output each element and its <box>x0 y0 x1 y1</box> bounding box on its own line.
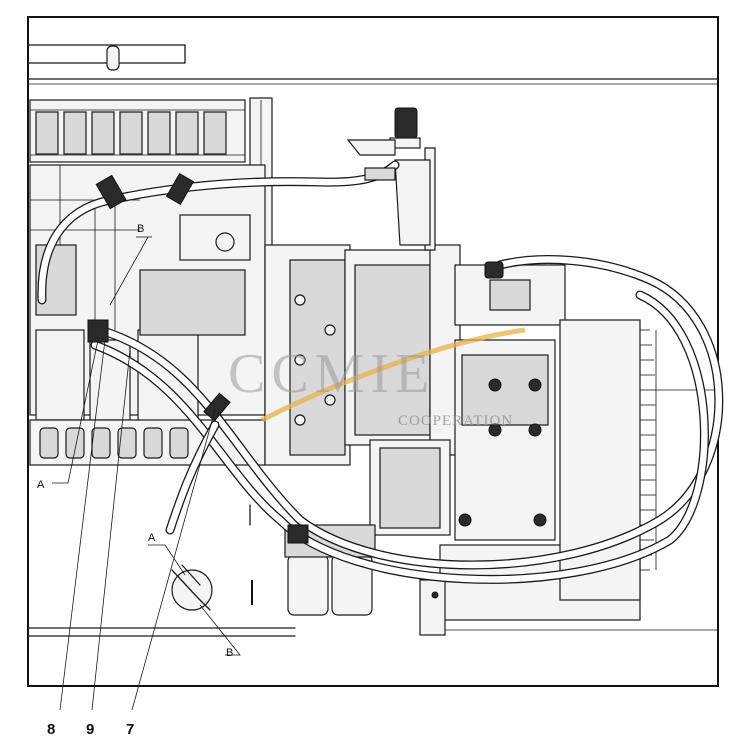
flywheel-housing <box>264 244 351 466</box>
hose-main-right-loop <box>95 255 724 570</box>
top-rail <box>27 44 719 85</box>
callout-b-bottom: B <box>226 647 233 659</box>
hose-lower-left <box>165 420 220 535</box>
callout-leaders <box>52 236 241 711</box>
floor-lines <box>27 627 718 637</box>
callout-b-top: B <box>137 223 144 235</box>
watermark-sub: COOPERATION <box>398 413 513 429</box>
hose-left-loop <box>37 195 115 305</box>
watermark-swoosh <box>260 327 526 423</box>
watermark: CCMIE COOPERATION <box>228 327 526 429</box>
part-number-7: 7 <box>126 721 134 738</box>
watermark-main: CCMIE <box>228 343 435 405</box>
hose-fittings <box>87 167 504 544</box>
expansion-tank <box>346 107 436 251</box>
engine-block-left <box>29 164 266 466</box>
part-number-9: 9 <box>86 721 94 738</box>
callout-a-bottom: A <box>148 532 156 544</box>
part-number-8: 8 <box>47 721 55 738</box>
diagram-frame <box>27 16 719 687</box>
detail-circle <box>171 564 213 611</box>
callout-a-left: A <box>37 479 45 491</box>
